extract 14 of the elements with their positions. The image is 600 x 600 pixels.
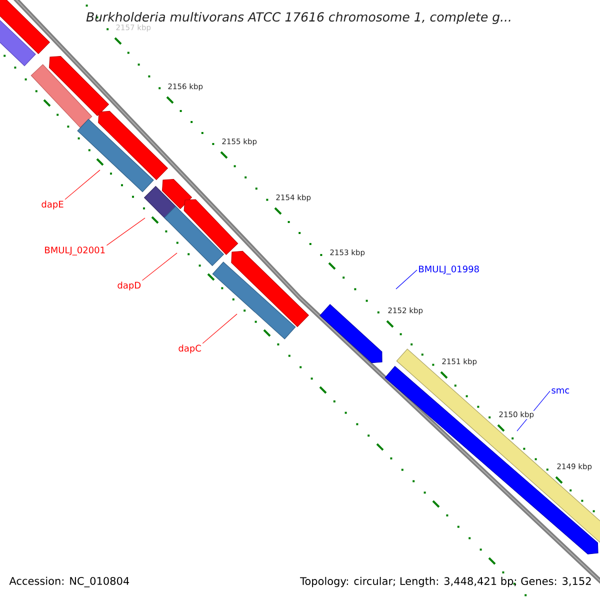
- leader-line: [396, 270, 418, 290]
- leader-line: [106, 218, 146, 246]
- leader-line: [202, 314, 238, 344]
- gene-label: dapE: [42, 200, 64, 210]
- footer-text: Topology: circular; Length: 3,448,421 bp; Genes: 3,152: [300, 576, 591, 588]
- gene-label: dapD: [118, 282, 141, 290]
- title: Burkholderia multivorans ATCC 17616 chromosome 1, complete g...: [86, 12, 510, 24]
- leader-line: [64, 170, 100, 200]
- leader-line: [142, 252, 178, 281]
- gene-label: BMULJ_02001: [45, 246, 105, 256]
- footer-text: Accession: NC_010804: [9, 576, 130, 588]
- gene-label: dapC: [178, 344, 201, 354]
- gene-label: BMULJ_01998: [419, 266, 479, 274]
- gene-label: smc: [552, 388, 570, 394]
